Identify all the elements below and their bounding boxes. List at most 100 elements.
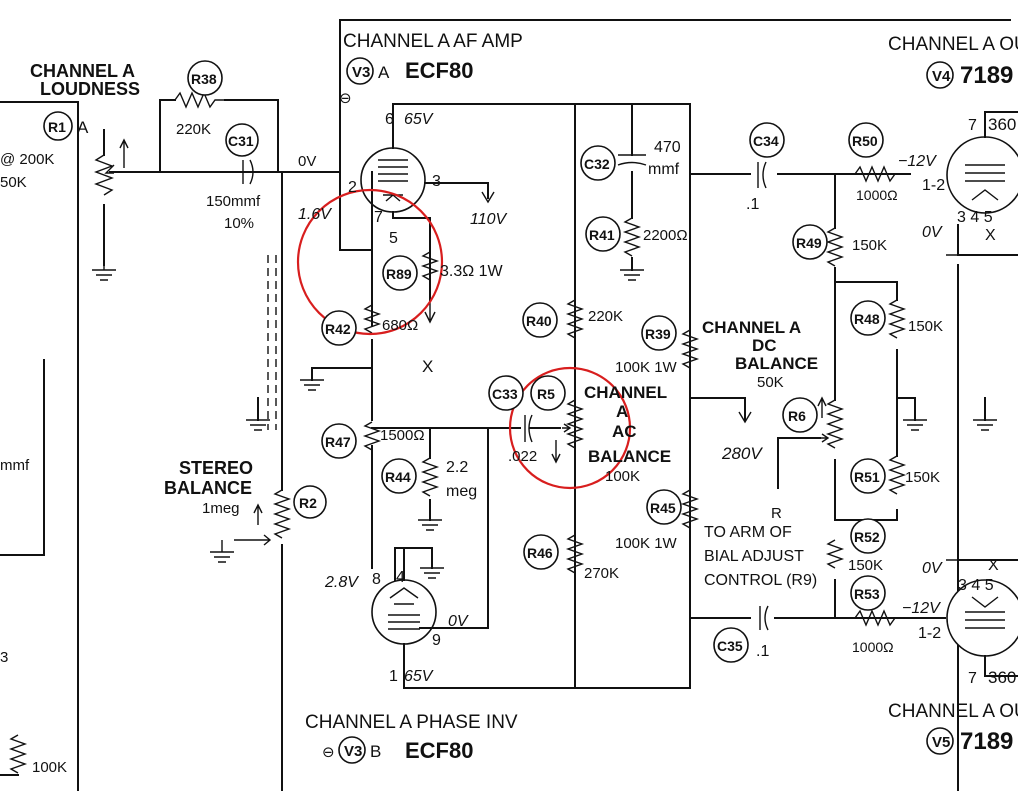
badge-r51 bbox=[850, 458, 886, 494]
left-wires bbox=[0, 101, 79, 791]
label-stereo-2: BALANCE bbox=[164, 478, 252, 498]
label-stereo-3: 1meg bbox=[202, 500, 240, 517]
r41-value: 2200Ω bbox=[643, 227, 688, 244]
r44-value-1: 2.2 bbox=[446, 459, 468, 476]
badge-c31 bbox=[225, 123, 259, 157]
badge-r44-text: R44 bbox=[385, 469, 411, 485]
v5-tube-internals bbox=[965, 596, 1005, 629]
v4-360: 360 bbox=[988, 115, 1016, 134]
label-ch-a-dc-3: BALANCE bbox=[735, 354, 818, 373]
badge-c34 bbox=[749, 122, 785, 158]
badge-r53 bbox=[850, 575, 886, 611]
v3a-tube-envelope bbox=[360, 147, 426, 213]
badge-v3a-text: V3 bbox=[352, 64, 370, 81]
v-110v: 110V bbox=[470, 211, 508, 228]
v5-360: 360 bbox=[988, 668, 1016, 687]
v4-tube-type: 7189 bbox=[960, 62, 1013, 89]
v-1-6v: 1.6V bbox=[298, 206, 332, 223]
r47-value: 1500Ω bbox=[380, 427, 425, 444]
cathode-wire bbox=[311, 339, 373, 421]
r45-resistor bbox=[680, 489, 700, 529]
v3a-tube-type: ECF80 bbox=[405, 58, 473, 83]
badge-c35-text: C35 bbox=[717, 638, 743, 654]
ground-r41 bbox=[620, 269, 644, 281]
badge-r39-text: R39 bbox=[645, 326, 671, 342]
c33-value: .022 bbox=[508, 448, 537, 465]
c31-value-1: 150mmf bbox=[206, 193, 261, 210]
x-mark-top: X bbox=[422, 357, 433, 376]
label-ch-a-ac-2: A bbox=[616, 402, 628, 421]
r44-value-2: meg bbox=[446, 483, 477, 500]
dc-balance-arrow bbox=[738, 411, 752, 424]
label-ch-a-loudness-2: LOUDNESS bbox=[40, 79, 140, 99]
c33-cap bbox=[524, 414, 533, 443]
v-0v-input: 0V bbox=[298, 153, 316, 170]
badge-r6-text: R6 bbox=[788, 408, 806, 424]
badge-r53-text: R53 bbox=[854, 586, 880, 602]
badge-r47-text: R47 bbox=[325, 434, 351, 450]
v5-pin7: 7 bbox=[968, 670, 977, 687]
v5-0v: 0V bbox=[922, 560, 943, 577]
r89-arrow bbox=[424, 290, 436, 324]
r46-resistor bbox=[565, 534, 585, 574]
r89-value: 3.3Ω 1W bbox=[440, 263, 504, 280]
r39-resistor bbox=[680, 329, 700, 369]
r40-resistor bbox=[565, 299, 585, 339]
badge-c32-text: C32 bbox=[584, 156, 610, 172]
badge-r46-text: R46 bbox=[527, 545, 553, 561]
badge-c33 bbox=[488, 375, 524, 411]
badge-r41 bbox=[585, 216, 621, 252]
r48-value: 150K bbox=[908, 318, 943, 335]
ground-balance-1 bbox=[903, 419, 927, 431]
r52-resistor bbox=[825, 539, 845, 569]
v3a-pin5: 5 bbox=[389, 230, 398, 247]
v5-pin12: 1-2 bbox=[918, 625, 941, 642]
ground-r44 bbox=[418, 519, 442, 531]
highlight-circle-r5 bbox=[508, 366, 632, 490]
v-neg12-bot: −12V bbox=[902, 600, 941, 617]
left-200k: @ 200K bbox=[0, 151, 54, 168]
frame-outline bbox=[339, 19, 1011, 173]
ground-cathode bbox=[300, 379, 324, 391]
r6-pot bbox=[820, 399, 845, 449]
c32-value-2: mmf bbox=[648, 161, 680, 178]
loudness-arrow bbox=[119, 138, 129, 168]
v3b-tube-type: ECF80 bbox=[405, 738, 473, 763]
badge-r2-text: R2 bbox=[299, 495, 317, 511]
label-ch-a-phase-inv: CHANNEL A PHASE INV bbox=[305, 712, 518, 733]
r6-arm-wire bbox=[777, 437, 821, 489]
label-ch-a-ac-5: 100K bbox=[605, 468, 640, 485]
r39-value: 100K 1W bbox=[615, 359, 678, 376]
badge-c33-text: C33 bbox=[492, 386, 518, 402]
label-to-arm-2: BIAL ADJUST bbox=[704, 548, 804, 565]
v3a-pin7: 7 bbox=[374, 209, 383, 226]
badge-r45 bbox=[646, 489, 682, 525]
badge-v5 bbox=[926, 727, 954, 755]
v-0v-pi: 0V bbox=[448, 613, 469, 630]
v3a-pin2: 2 bbox=[348, 179, 357, 196]
badge-r44 bbox=[381, 458, 417, 494]
v3b-tube-envelope bbox=[371, 579, 437, 645]
c32-value-1: 470 bbox=[654, 139, 681, 156]
r51-resistor bbox=[887, 455, 907, 495]
badge-v3b-text: V3 bbox=[344, 743, 362, 760]
label-ch-a-loudness-1: CHANNEL A bbox=[30, 61, 135, 81]
v3b-theta: ⊖ bbox=[322, 744, 335, 761]
c32-cap bbox=[617, 154, 647, 166]
v3a-suffix: A bbox=[378, 63, 390, 82]
badge-r50 bbox=[848, 122, 884, 158]
highlight-circle-r89 bbox=[296, 188, 444, 336]
r-bottom-left bbox=[8, 734, 28, 774]
r50-value: 1000Ω bbox=[856, 187, 898, 203]
balance-ground-wires bbox=[896, 264, 986, 791]
badge-r6 bbox=[782, 397, 818, 433]
ground-r2 bbox=[210, 540, 234, 563]
balance-network-wire bbox=[834, 173, 898, 619]
plate-rail bbox=[574, 103, 946, 689]
left-mmf: mmf bbox=[0, 457, 30, 474]
v4-pin7: 7 bbox=[968, 117, 977, 134]
r42-value: 680Ω bbox=[382, 317, 418, 334]
badge-r52 bbox=[850, 518, 886, 554]
badge-v5-text: V5 bbox=[932, 734, 950, 751]
